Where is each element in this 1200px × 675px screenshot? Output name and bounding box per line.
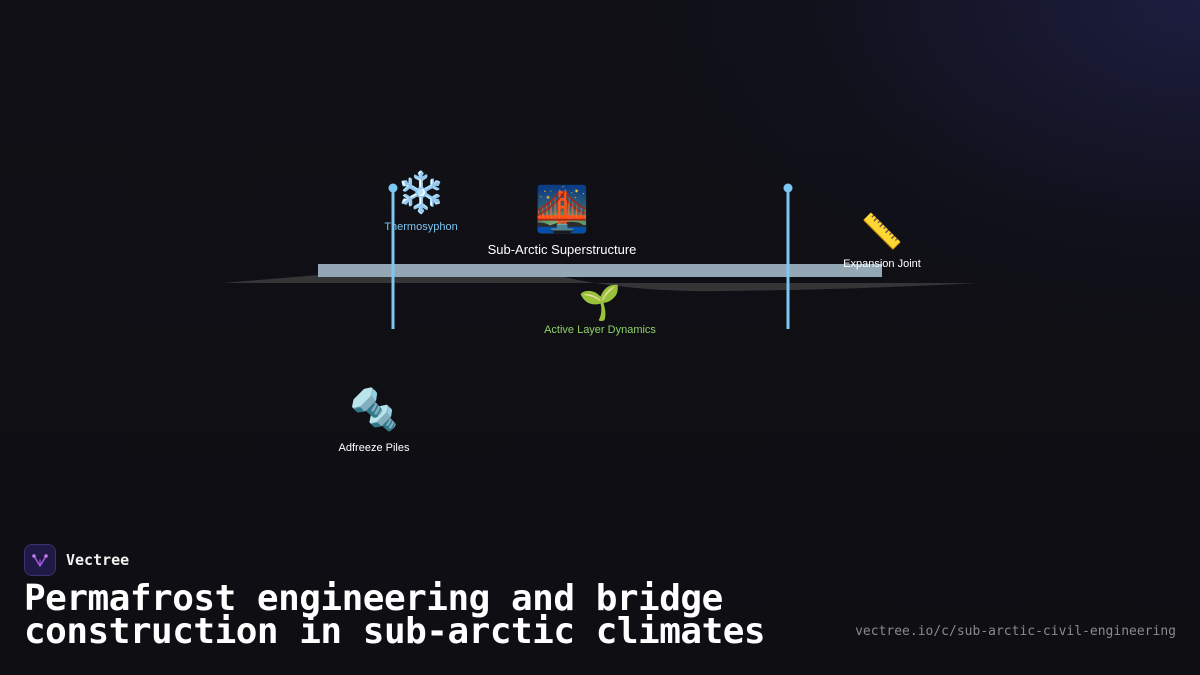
vectree-logo-icon [24, 544, 56, 576]
thermosyphon-label: Thermosyphon [384, 221, 458, 233]
page-title: Permafrost engineering and bridge constr… [24, 578, 766, 652]
superstructure-label: Sub-Arctic Superstructure [487, 242, 637, 257]
adfreeze-piles-label: Adfreeze Piles [338, 442, 410, 454]
snowflake-icon: ❄️ [396, 170, 446, 216]
bridge-at-night-icon: 🌉 [534, 184, 590, 235]
seedling-icon: 🌱 [578, 283, 622, 323]
pile-left-cap [388, 183, 398, 193]
straight-ruler-icon: 📏 [860, 212, 904, 252]
bridge-deck [318, 264, 882, 277]
brand: Vectree [24, 544, 129, 576]
active-layer-label: Active Layer Dynamics [544, 324, 656, 336]
expansion-joint-label: Expansion Joint [843, 258, 921, 270]
source-url: vectree.io/c/sub-arctic-civil-engineerin… [855, 624, 1176, 639]
nut-and-bolt-icon: 🔩 [349, 387, 399, 433]
pile-right-cap [783, 183, 793, 193]
brand-name: Vectree [66, 551, 130, 569]
